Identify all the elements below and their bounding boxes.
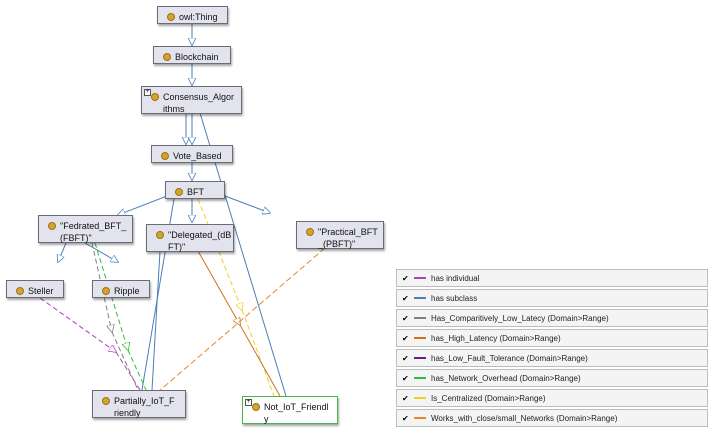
node-label: Partially_IoT_F riendly	[114, 396, 175, 418]
color-swatch	[414, 417, 426, 419]
edge-fbft-green	[94, 242, 128, 350]
class-circle-icon	[175, 188, 183, 196]
legend-label: has_High_Latency (Domain>Range)	[431, 333, 561, 343]
node-not-iot-friendly[interactable]: + Not_IoT_Friendl y	[242, 396, 338, 424]
color-swatch	[414, 377, 426, 379]
class-circle-icon	[102, 397, 110, 405]
legend-item[interactable]: ✔ Works_with_close/small_Networks (Domain…	[396, 409, 708, 427]
color-swatch	[414, 297, 426, 299]
node-blockchain[interactable]: Blockchain	[153, 46, 231, 64]
expand-icon[interactable]: +	[245, 399, 252, 406]
legend-item[interactable]: ✔ has individual	[396, 269, 708, 287]
checkbox-icon[interactable]: ✔	[402, 373, 409, 383]
edge-steller-partially-tail	[115, 351, 141, 391]
legend-label: has_Low_Fault_Tolerance (Domain>Range)	[431, 353, 588, 363]
color-swatch	[414, 277, 426, 279]
expand-icon[interactable]: +	[144, 89, 151, 96]
checkbox-icon[interactable]: ✔	[402, 313, 409, 323]
legend-label: has_Network_Overhead (Domain>Range)	[431, 373, 581, 383]
class-circle-icon	[161, 152, 169, 160]
class-circle-icon	[16, 287, 24, 295]
node-pbft[interactable]: "Practical_BFT _(PBFT)"	[296, 221, 384, 249]
checkbox-icon[interactable]: ✔	[402, 273, 409, 283]
edge-pbft-partially	[157, 247, 326, 393]
edge-fbft-steller	[58, 242, 67, 262]
color-swatch	[414, 357, 426, 359]
edge-bft-partially-b	[151, 250, 161, 391]
checkbox-icon[interactable]: ✔	[402, 413, 409, 423]
node-vote-based[interactable]: Vote_Based	[151, 145, 233, 163]
node-label: Blockchain	[175, 52, 219, 62]
edge-gray-tail	[111, 331, 139, 391]
legend-label: Is_Centralized (Domain>Range)	[431, 393, 546, 403]
class-circle-icon	[151, 93, 159, 101]
class-circle-icon	[167, 13, 175, 21]
node-ripple[interactable]: Ripple	[92, 280, 150, 298]
edge-green-tail	[127, 349, 147, 391]
legend-item[interactable]: ✔ Has_Comparitively_Low_Latecy (Domain>Ra…	[396, 309, 708, 327]
node-bft[interactable]: BFT	[165, 181, 225, 199]
class-circle-icon	[48, 222, 56, 230]
node-label: "Delegated_(dB FT)"	[168, 230, 232, 252]
edge-steller-partially	[39, 297, 116, 352]
node-steller[interactable]: Steller	[6, 280, 64, 298]
class-circle-icon	[156, 231, 164, 239]
node-label: BFT	[187, 187, 204, 197]
legend-item[interactable]: ✔ has_Low_Fault_Tolerance (Domain>Range)	[396, 349, 708, 367]
checkbox-icon[interactable]: ✔	[402, 353, 409, 363]
class-circle-icon	[102, 287, 110, 295]
edge-fbft-ripple-gray	[91, 242, 112, 332]
edge-bft-pbft	[224, 195, 270, 213]
color-swatch	[414, 397, 426, 399]
checkbox-icon[interactable]: ✔	[402, 333, 409, 343]
subclass-edges	[58, 23, 287, 397]
color-swatch	[414, 337, 426, 339]
checkbox-icon[interactable]: ✔	[402, 293, 409, 303]
node-label: "Fedrated_BFT_ (FBFT)"	[60, 221, 127, 243]
edge-bft-fbft	[118, 195, 168, 215]
node-label: Ripple	[114, 286, 140, 296]
class-circle-icon	[163, 53, 171, 61]
legend-item[interactable]: ✔ has_Network_Overhead (Domain>Range)	[396, 369, 708, 387]
checkbox-icon[interactable]: ✔	[402, 393, 409, 403]
edge-fbft-ripple	[84, 242, 118, 262]
legend-label: has subclass	[431, 293, 478, 303]
legend-label: Works_with_close/small_Networks (Domain>…	[431, 413, 618, 423]
node-label: Not_IoT_Friendl y	[264, 402, 329, 424]
node-partially-iot-friendly[interactable]: Partially_IoT_F riendly	[92, 390, 186, 418]
node-dbft[interactable]: "Delegated_(dB FT)"	[146, 224, 234, 252]
class-circle-icon	[306, 228, 314, 236]
legend-item[interactable]: ✔ has subclass	[396, 289, 708, 307]
color-swatch	[414, 317, 426, 319]
legend-label: Has_Comparitively_Low_Latecy (Domain>Ran…	[431, 313, 609, 323]
node-label: Consensus_Algor ithms	[163, 92, 235, 114]
legend-label: has individual	[431, 273, 480, 283]
node-fbft[interactable]: "Fedrated_BFT_ (FBFT)"	[38, 215, 133, 243]
legend-item[interactable]: ✔ has_High_Latency (Domain>Range)	[396, 329, 708, 347]
node-label: owl:Thing	[179, 12, 218, 22]
legend-item[interactable]: ✔ Is_Centralized (Domain>Range)	[396, 389, 708, 407]
edge-yellow-tail	[241, 309, 275, 397]
edge-bft-yellow	[197, 198, 242, 310]
node-consensus-algorithms[interactable]: + Consensus_Algor ithms	[141, 86, 242, 114]
node-label: Vote_Based	[173, 151, 222, 161]
edge-orange-tail	[239, 324, 281, 397]
node-label: Steller	[28, 286, 54, 296]
node-label: "Practical_BFT _(PBFT)"	[318, 227, 378, 249]
class-circle-icon	[252, 403, 260, 411]
legend-panel: ✔ has individual ✔ has subclass ✔ Has_Compari…	[396, 269, 708, 429]
edge-dbft-orange	[197, 250, 240, 325]
node-owl-thing[interactable]: owl:Thing	[157, 6, 228, 24]
